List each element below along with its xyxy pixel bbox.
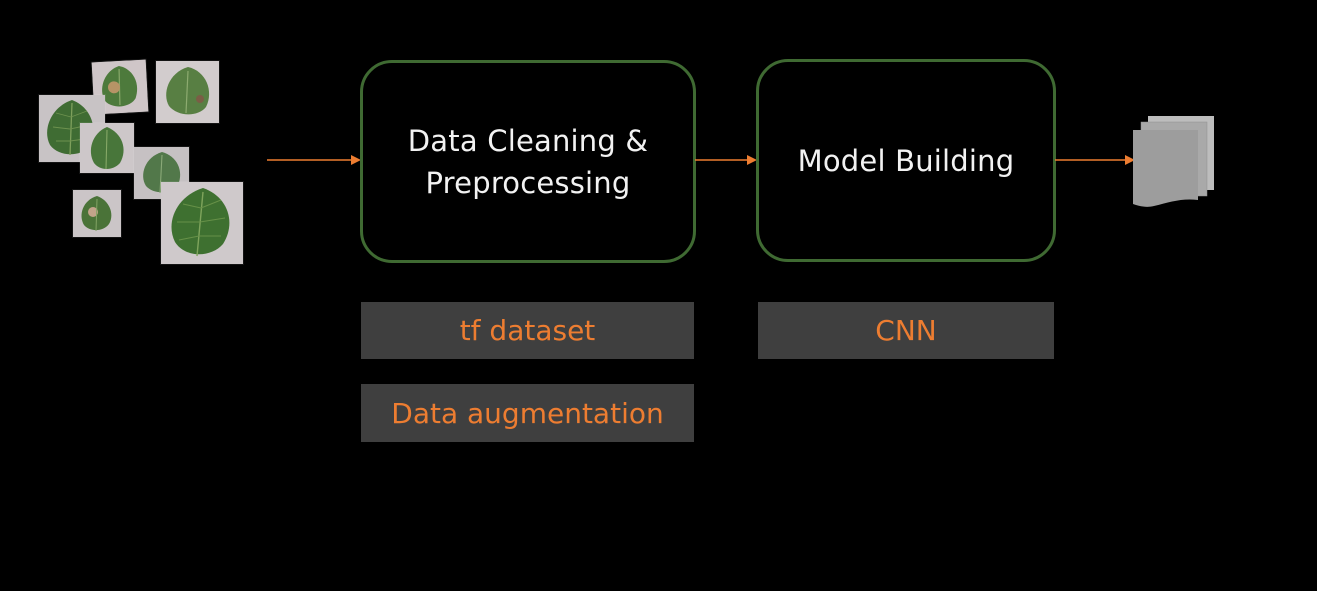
leaf-image	[73, 190, 121, 237]
leaf-images-icon	[30, 55, 260, 275]
leaf-image	[80, 123, 134, 173]
leaf-image	[161, 182, 243, 264]
technique-tag: Data augmentation	[361, 384, 694, 442]
tag-label: CNN	[875, 314, 937, 347]
stage-title: Data Cleaning & Preprocessing	[407, 123, 649, 200]
leaf-image	[91, 59, 149, 115]
flow-arrow	[1055, 155, 1135, 165]
leaf-image	[156, 61, 219, 123]
stage-title: Model Building	[797, 143, 1015, 178]
technique-tag: CNN	[758, 302, 1054, 359]
tag-label: Data augmentation	[391, 396, 664, 430]
flow-arrow	[695, 155, 757, 165]
flow-arrow	[267, 155, 361, 165]
technique-tag: tf dataset	[361, 302, 694, 359]
stage-box-model-building: Model Building	[756, 59, 1056, 262]
tag-label: tf dataset	[459, 314, 596, 347]
document-stack-icon	[1133, 116, 1214, 207]
stage-box-data-cleaning: Data Cleaning & Preprocessing	[360, 60, 696, 263]
